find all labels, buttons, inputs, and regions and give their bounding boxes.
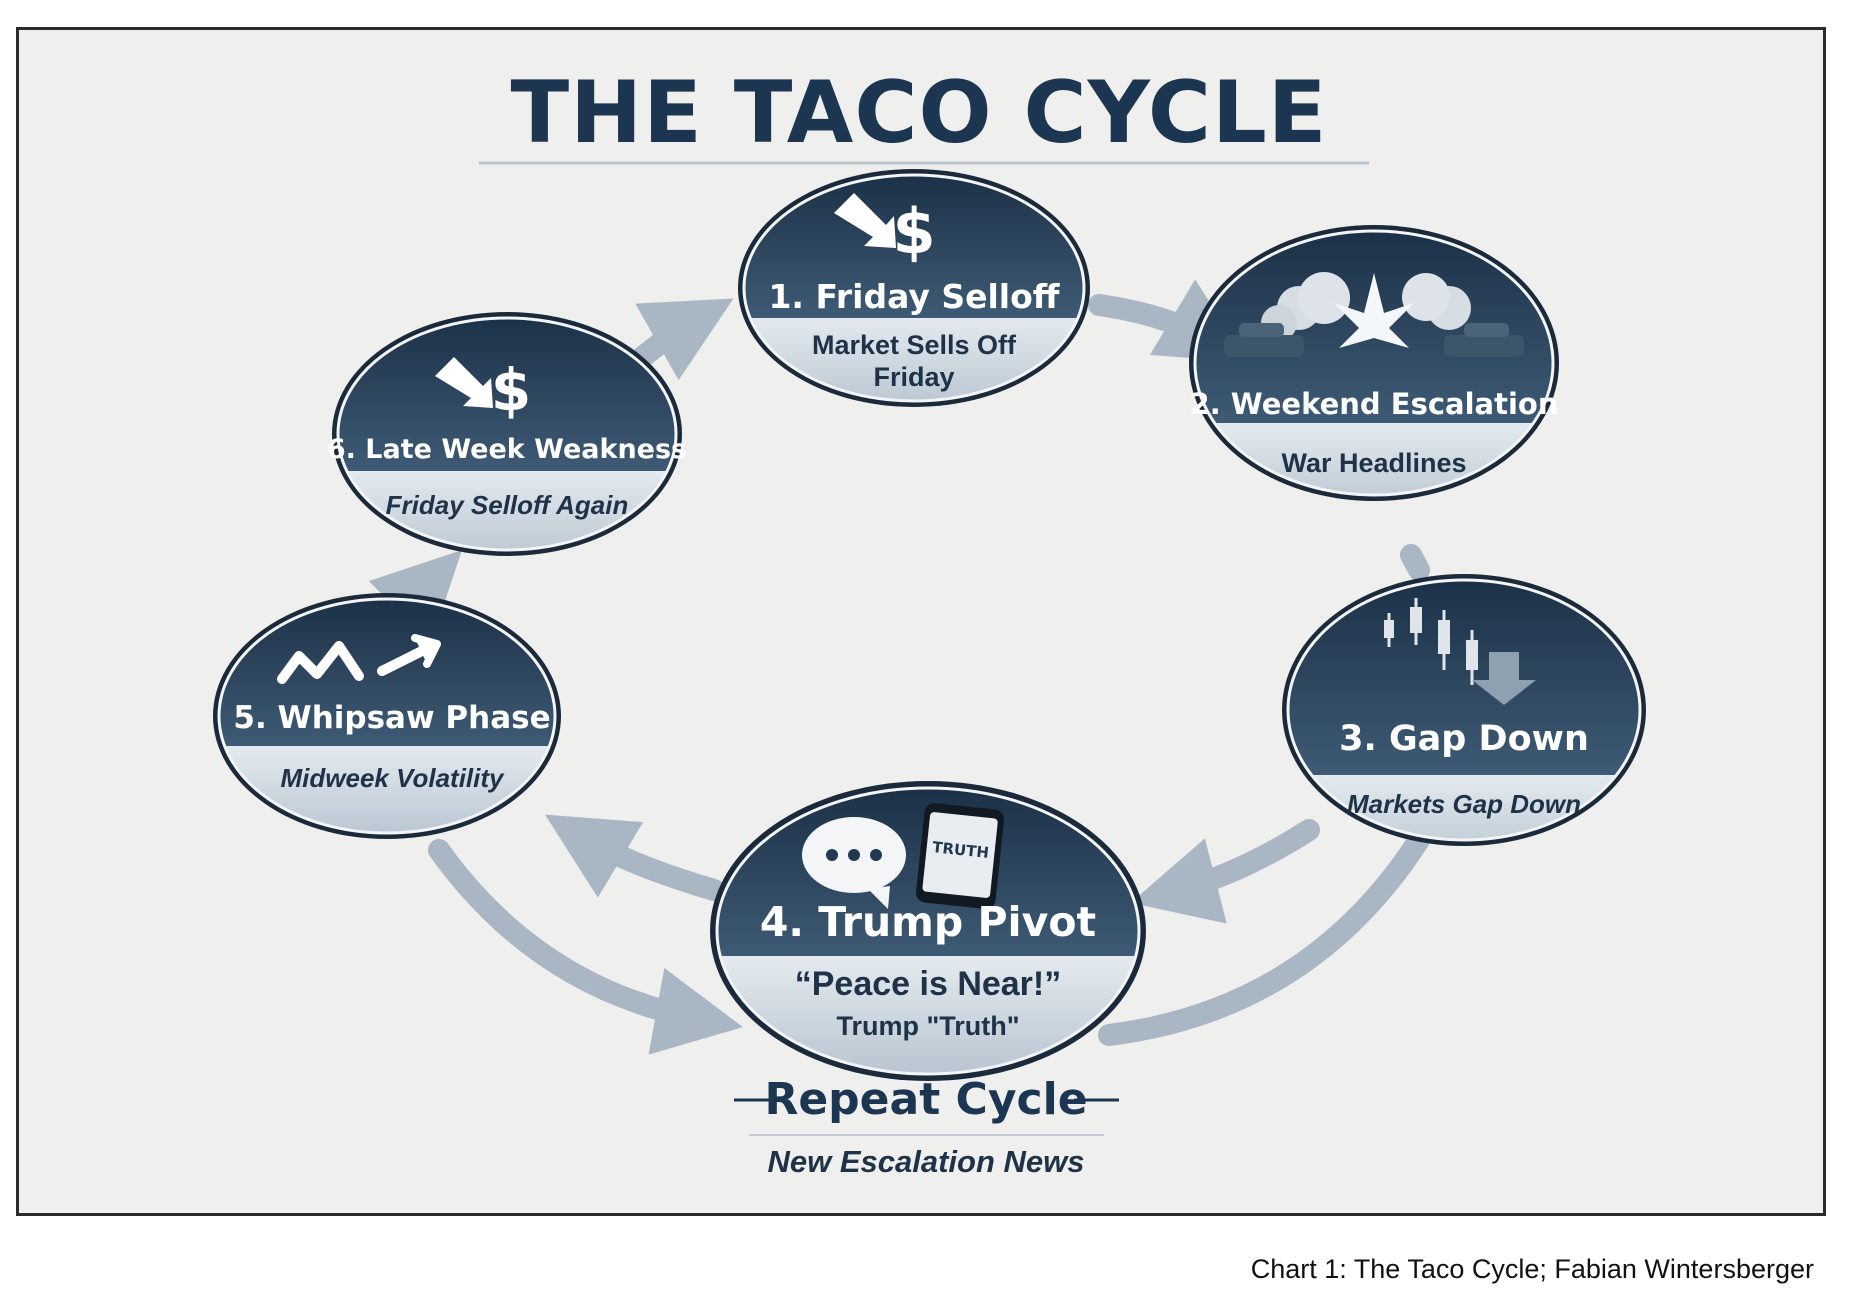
arrow-repeat-left xyxy=(428,839,743,1055)
stage-title: 1. Friday Selloff xyxy=(768,277,1060,316)
stage-subtitle: Market Sells Off xyxy=(812,330,1017,360)
stage-5-node: 5. Whipsaw Phase Midweek Volatility xyxy=(213,593,561,839)
arrow-4-to-5 xyxy=(545,814,725,901)
svg-text:TRUTH: TRUTH xyxy=(931,838,989,862)
stage-1-node: $ 1. Friday Selloff Market Sells Off Fri… xyxy=(738,169,1090,407)
stage-title: 4. Trump Pivot xyxy=(760,898,1096,946)
stage-4-node: TRUTH 4. Trump Pivot “Peace is Near!” Tr… xyxy=(710,781,1146,1081)
chat-bubble-phone-icon: TRUTH xyxy=(802,803,1005,909)
stage-subtitle: Friday Selloff Again xyxy=(386,490,629,520)
stage-title: 3. Gap Down xyxy=(1339,719,1589,759)
arrow-6-to-1 xyxy=(628,298,734,381)
stage-title: 5. Whipsaw Phase xyxy=(233,700,550,736)
stage-title: 6. Late Week Weakness xyxy=(327,434,687,465)
candlestick-down-icon xyxy=(1384,598,1536,705)
arrow-repeat-right xyxy=(1098,829,1430,1046)
diagram-title: THE TACO CYCLE xyxy=(510,63,1327,163)
down-arrow-dollar-icon: $ xyxy=(834,193,936,268)
arrow-5-to-6 xyxy=(368,549,463,644)
repeat-cycle: Repeat Cycle New Escalation News xyxy=(734,1074,1119,1179)
stage-3-node: 3. Gap Down Markets Gap Down xyxy=(1282,574,1646,846)
stage-subtitle: Markets Gap Down xyxy=(1347,789,1581,819)
tanks-explosion-icon xyxy=(1224,272,1524,357)
down-arrow-dollar-icon: $ xyxy=(435,356,531,424)
stage-subtitle: War Headlines xyxy=(1281,448,1466,478)
svg-text:$: $ xyxy=(892,195,935,268)
zigzag-arrow-icon xyxy=(277,634,441,684)
svg-text:$: $ xyxy=(491,356,531,424)
arrow-2-to-3 xyxy=(1400,544,1430,581)
stage-6-node: $ 6. Late Week Weakness Friday Selloff A… xyxy=(327,312,687,556)
stage-subtitle: Friday xyxy=(873,362,954,392)
taco-cycle-diagram: THE TACO CYCLE $ 1. Friday Selloff Marke… xyxy=(213,63,1646,1179)
repeat-subtitle: New Escalation News xyxy=(767,1144,1084,1179)
cycle-arrows xyxy=(368,279,1430,1055)
repeat-title: Repeat Cycle xyxy=(764,1074,1087,1125)
stage-subtitle: “Peace is Near!” xyxy=(795,965,1062,1003)
arrow-3-to-4 xyxy=(1130,819,1320,924)
diagram-frame: THE TACO CYCLE $ 1. Friday Selloff Marke… xyxy=(16,27,1826,1216)
stage-2-node: 2. Weekend Escalation War Headlines xyxy=(1189,225,1559,501)
figure-caption: Chart 1: The Taco Cycle; Fabian Wintersb… xyxy=(1250,1254,1814,1284)
stage-subtitle: Midweek Volatility xyxy=(281,763,506,793)
stage-title: 2. Weekend Escalation xyxy=(1190,387,1559,421)
stage-subtitle: Trump "Truth" xyxy=(836,1011,1019,1041)
